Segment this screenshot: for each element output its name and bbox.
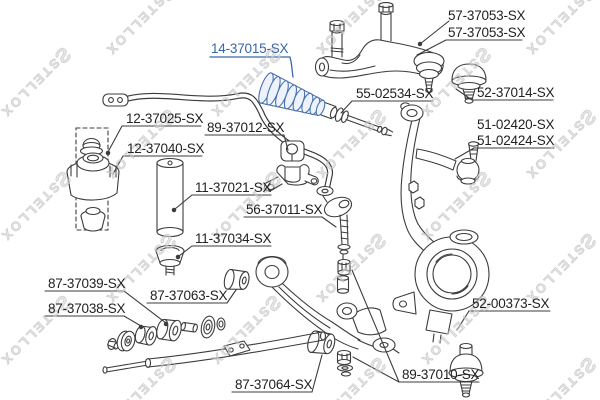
part-label: 11-37034-SX — [195, 231, 272, 246]
part-label: 56-37011-SX — [246, 202, 323, 217]
part-label: 87-37038-SX — [48, 301, 126, 316]
part-label: 87-37063-SX — [150, 288, 228, 303]
part-label: 52-37014-SX — [477, 85, 555, 100]
lower-ball-joint-drawing — [448, 342, 484, 398]
stabilizer-bar-drawing — [102, 92, 334, 197]
inner-tie-rod-drawing — [320, 102, 394, 137]
stabilizer-link-drawing — [322, 195, 354, 377]
part-label: 89-37010-SX — [402, 367, 480, 382]
part-label: 89-37012-SX — [207, 120, 285, 135]
steering-rack-drawing — [102, 331, 327, 374]
part-label: 51-02420-SX — [477, 117, 555, 132]
rack-bushing-set-drawing — [107, 315, 226, 352]
tie-rod-end-drawing — [415, 141, 480, 185]
strut-mount-kit-drawing — [66, 127, 120, 232]
steering-knuckle-drawing — [392, 102, 490, 344]
highlighted-part-label[interactable]: 14-37015-SX — [211, 41, 289, 56]
bump-stop-drawing — [155, 244, 185, 276]
part-label: 55-02534-SX — [356, 86, 434, 101]
part-label: 87-37039-SX — [48, 276, 126, 291]
part-label: 57-37053-SX — [448, 25, 526, 40]
part-label: 57-37053-SX — [448, 8, 526, 23]
part-label: 51-02424-SX — [477, 133, 555, 148]
leader-lines — [44, 20, 555, 393]
stabilizer-bushing-drawing — [264, 140, 319, 192]
part-label: 12-37040-SX — [127, 141, 205, 156]
highlighted-leader-line — [209, 56, 294, 78]
arm-bushing-87-37063-drawing — [223, 268, 250, 290]
dust-cover-drawing — [156, 157, 184, 238]
part-label: 11-37021-SX — [195, 180, 272, 195]
part-label: 87-37064-SX — [235, 377, 313, 392]
lower-control-arm-drawing — [255, 255, 400, 354]
upper-ball-joint-drawing — [451, 63, 487, 104]
part-label: 12-37025-SX — [126, 111, 204, 126]
steering-rack-boot-drawing — [258, 72, 326, 116]
upper-control-arm-drawing — [314, 2, 445, 94]
part-label: 52-00373-SX — [472, 296, 550, 311]
